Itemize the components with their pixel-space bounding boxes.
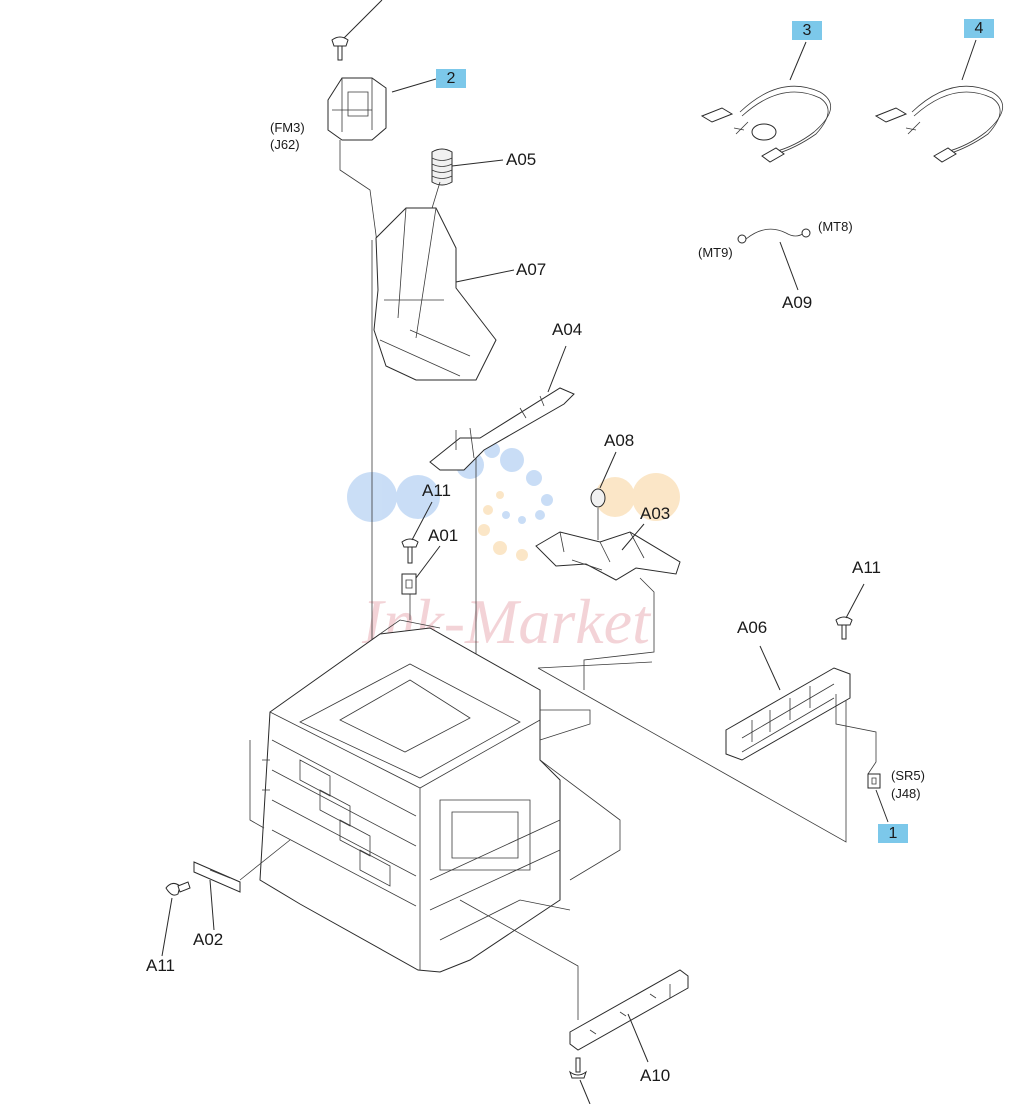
label-a11-right: A11 [852, 558, 881, 577]
callout-1: 1 [878, 824, 908, 843]
a02-bracket-part [193, 839, 291, 931]
a11-top-screw-part [401, 501, 433, 564]
guide-line-right [537, 661, 847, 843]
connector-mt8-label: (MT8) [818, 219, 853, 234]
label-a03: A03 [640, 504, 671, 523]
label-a02: A02 [193, 930, 224, 949]
a03-bracket-part [535, 523, 681, 690]
a07-duct-part [373, 207, 515, 381]
top-screw [331, 0, 383, 61]
label-a11-top: A11 [422, 481, 451, 500]
label-a07: A07 [516, 260, 547, 279]
fan-fm3-part [327, 77, 437, 251]
bottom-screw [569, 1057, 591, 1104]
label-a08: A08 [604, 431, 635, 450]
a01-sensor-part [401, 545, 441, 620]
label-a10: A10 [640, 1066, 671, 1085]
callout-2: 2 [436, 69, 466, 88]
connector-fm3-label: (FM3) [270, 120, 305, 135]
connector-sr5-label: (SR5) [891, 768, 925, 783]
sr5-sensor-part [867, 773, 889, 823]
label-a09: A09 [782, 293, 813, 312]
label-a04: A04 [552, 320, 583, 339]
label-a05: A05 [506, 150, 537, 169]
watermark-logo [347, 442, 680, 561]
a11-left-screw-part [161, 881, 191, 957]
a06-bracket-part [725, 645, 877, 775]
label-a01: A01 [428, 526, 459, 545]
a11-right-screw-part [835, 583, 865, 640]
connector-j62-label: (J62) [270, 137, 300, 152]
label-a11-left: A11 [146, 956, 175, 975]
cable-3-part [700, 41, 831, 163]
a10-rail-part [459, 899, 689, 1063]
callout-4: 4 [964, 19, 994, 38]
a04-bracket-part [429, 345, 575, 471]
connector-mt9-label: (MT9) [698, 245, 733, 260]
callout-3: 3 [792, 21, 822, 40]
cable-4-part [874, 39, 1003, 163]
a09-ground-wire-part [737, 228, 811, 291]
a08-roller-part [590, 451, 617, 540]
connector-j48-label: (J48) [891, 786, 921, 801]
main-chassis-part [249, 619, 621, 973]
label-a06: A06 [737, 618, 768, 637]
